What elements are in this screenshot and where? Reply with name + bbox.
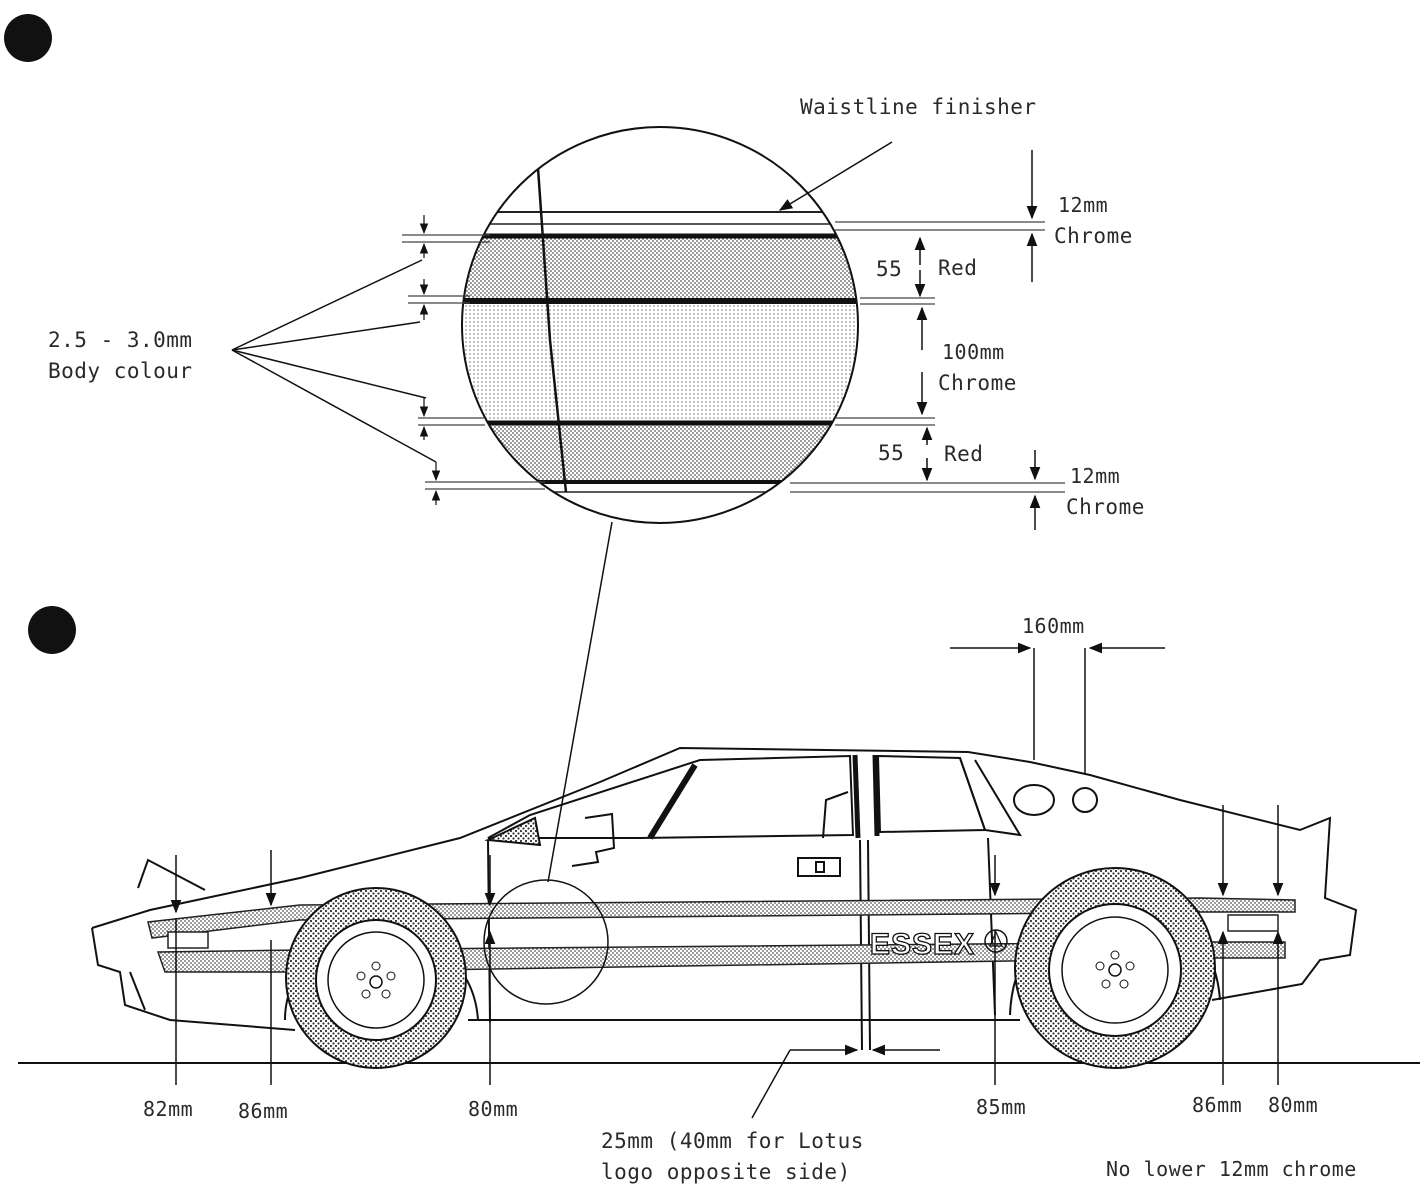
detail-location-circle <box>483 879 609 1005</box>
height-label-80-front: 80mm <box>468 1097 519 1121</box>
body-colour-label: Body colour <box>48 359 193 383</box>
height-label-86-rear: 86mm <box>1192 1093 1243 1117</box>
logo-gap-label: 160mm <box>1022 614 1085 638</box>
waistline-finisher-label: Waistline finisher <box>800 95 1037 119</box>
bottom-chrome-size-label: 12mm <box>1070 464 1121 488</box>
rear-wheel <box>1014 867 1216 1069</box>
lotus-badge-icon <box>984 929 1008 953</box>
top-chrome-label: Chrome <box>1054 224 1133 248</box>
door-gap-label-line1: 25mm (40mm for Lotus <box>601 1129 864 1153</box>
no-lower-chrome-note: No lower 12mm chrome <box>1106 1157 1357 1181</box>
door-gap-dimension <box>751 1044 940 1119</box>
punch-hole-bottom <box>28 606 76 654</box>
lower-red-label: Red <box>944 442 984 466</box>
height-label-86-front: 86mm <box>238 1099 289 1123</box>
punch-hole-top <box>4 14 52 62</box>
upper-red-label: Red <box>938 256 978 280</box>
top-chrome-size-label: 12mm <box>1058 193 1109 217</box>
magnified-detail <box>461 126 859 524</box>
height-label-82: 82mm <box>143 1097 194 1121</box>
lower-red-size-label: 55 <box>878 441 905 465</box>
front-wheel <box>285 887 467 1069</box>
middle-chrome-label: Chrome <box>938 371 1017 395</box>
door-gap-label-line2: logo opposite side) <box>601 1160 851 1184</box>
height-label-85: 85mm <box>976 1095 1027 1119</box>
body-colour-size-label: 2.5 - 3.0mm <box>48 328 193 352</box>
upper-red-size-label: 55 <box>876 257 903 281</box>
middle-chrome-size-label: 100mm <box>942 340 1005 364</box>
height-label-80-rear: 80mm <box>1268 1093 1319 1117</box>
height-dimension-lines <box>170 805 1284 1085</box>
magnifier-leader <box>547 521 613 883</box>
bottom-chrome-label: Chrome <box>1066 495 1145 519</box>
logo-gap-dimension <box>950 642 1165 775</box>
essex-logo: ESSEX <box>870 928 975 961</box>
